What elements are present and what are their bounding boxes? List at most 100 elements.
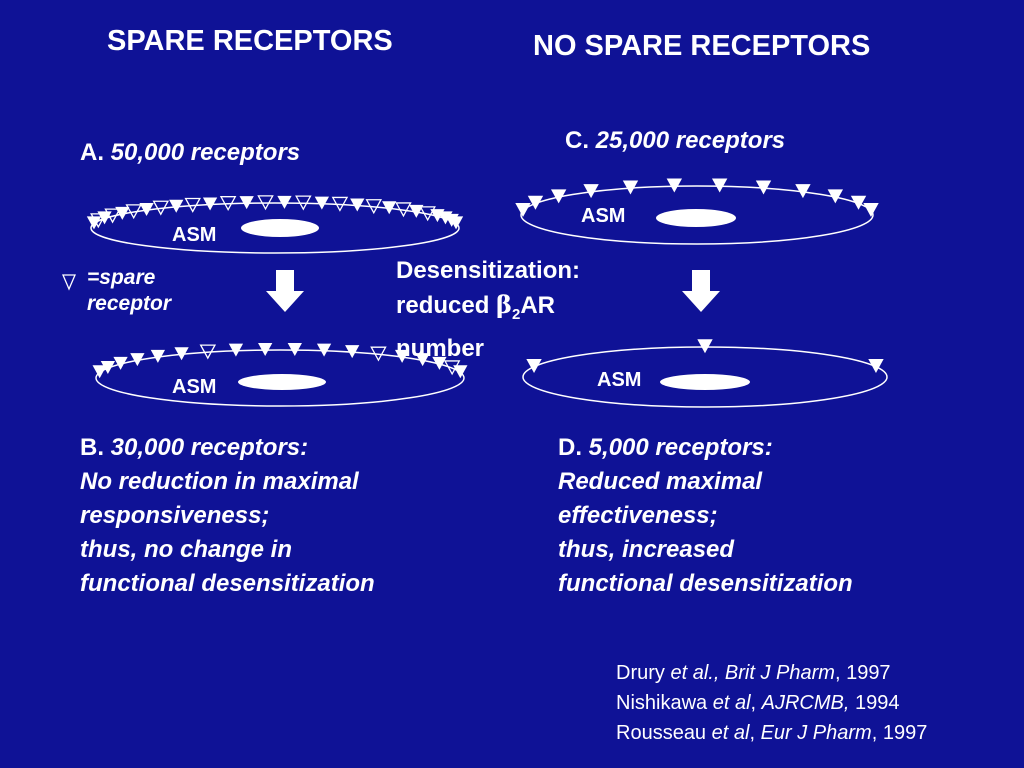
cell-membrane-c — [520, 185, 874, 245]
desensitization-note: Desensitization: reduced β2AR number — [396, 254, 580, 366]
panel-d-letter: D. — [558, 434, 582, 461]
receptor-icon — [345, 345, 360, 359]
receptor-icon — [394, 349, 410, 363]
receptor-icon — [448, 216, 464, 230]
receptor-icon — [92, 365, 107, 379]
receptor-icon — [432, 356, 447, 370]
receptor-icon — [100, 360, 116, 374]
desens-suffix: AR — [520, 292, 555, 319]
receptor-icon — [583, 184, 599, 199]
receptor-icon — [86, 216, 102, 230]
desens-line-2: reduced β2AR — [396, 288, 580, 332]
receptor-icon — [130, 353, 145, 367]
beta-subscript: 2 — [511, 305, 521, 323]
reference-1: Drury et al., Brit J Pharm, 1997 — [616, 658, 927, 688]
ref-2-year: 1994 — [849, 692, 900, 714]
ref-3-etal: et al — [711, 722, 750, 744]
desens-line-1: Desensitization: — [396, 257, 581, 284]
legend-line-1: =spare — [87, 266, 156, 289]
receptor-icon — [277, 195, 292, 209]
panel-d-count: 5,000 receptors: — [588, 434, 773, 461]
legend-line-2: receptor — [87, 292, 172, 315]
cell-membrane-b — [95, 349, 465, 407]
receptor-icon — [755, 180, 772, 195]
spare-receptor-icon — [104, 208, 121, 224]
receptor-icon — [850, 195, 867, 210]
receptor-icon — [827, 189, 844, 204]
spare-receptor-icon — [295, 195, 312, 211]
receptor-icon — [666, 178, 683, 193]
receptor-icon — [868, 359, 884, 374]
spare-receptor-icon — [152, 200, 170, 216]
spare-receptor-icon — [331, 196, 349, 212]
desens-line-3: number — [396, 334, 485, 362]
beta-symbol: β — [496, 290, 512, 319]
cell-nucleus-b — [238, 374, 326, 390]
ref-3-author: Rousseau — [616, 722, 712, 744]
receptor-icon — [697, 339, 713, 354]
receptor-icon — [316, 343, 332, 357]
ref-3-journal: Eur J Pharm — [760, 722, 872, 744]
receptor-icon — [550, 189, 567, 204]
cell-nucleus-d — [660, 374, 750, 390]
receptor-icon — [113, 356, 128, 370]
heading-spare-receptors: SPARE RECEPTORS — [107, 25, 393, 57]
panel-a-letter: A. — [80, 139, 104, 166]
receptor-icon — [150, 349, 166, 363]
receptor-icon — [382, 201, 397, 215]
ref-2-journal: AJRCMB, — [761, 692, 850, 714]
receptor-icon — [527, 195, 544, 210]
references: Drury et al., Brit J Pharm, 1997 Nishika… — [616, 658, 927, 748]
spare-receptor-icon — [125, 204, 142, 220]
receptor-icon — [139, 202, 154, 216]
spare-receptor-icon — [257, 195, 274, 211]
asm-label-b: ASM — [172, 376, 216, 398]
receptor-icon — [515, 202, 531, 217]
panel-d-line-3: effectiveness; — [558, 502, 718, 529]
panel-a-caption: A. 50,000 receptors — [80, 136, 300, 170]
receptor-icon — [115, 206, 130, 220]
asm-label-d: ASM — [597, 369, 641, 391]
spare-receptor-icon — [219, 196, 237, 212]
panel-b-line-3: responsiveness; — [80, 502, 270, 529]
cell-nucleus-a — [241, 219, 319, 237]
receptor-icon — [863, 202, 879, 217]
receptor-icon — [314, 196, 330, 210]
cell-membrane-a — [90, 202, 460, 254]
receptor-icon — [258, 342, 273, 356]
spare-receptor-icon — [395, 202, 412, 218]
panel-c-count: 25,000 receptors — [595, 127, 786, 154]
panel-d-description: D. 5,000 receptors: Reduced maximal effe… — [558, 431, 853, 601]
receptor-icon — [526, 359, 542, 374]
panel-b-description: B. 30,000 receptors: No reduction in max… — [80, 431, 375, 601]
receptor-icon — [622, 180, 639, 195]
ref-1-author: Drury — [616, 662, 671, 684]
panel-d-line-2: Reduced maximal — [558, 468, 763, 495]
heading-no-spare-receptors: NO SPARE RECEPTORS — [533, 30, 871, 62]
receptor-icon — [202, 197, 218, 211]
panel-b-count: 30,000 receptors: — [110, 434, 309, 461]
ref-2-etal: et al — [712, 692, 751, 714]
panel-b-letter: B. — [80, 434, 104, 461]
reference-2: Nishikawa et al, AJRCMB, 1994 — [616, 692, 900, 714]
panel-a-count: 50,000 receptors — [110, 139, 301, 166]
reference-3: Rousseau et al, Eur J Pharm, 1997 — [616, 722, 928, 744]
receptor-icon — [174, 347, 189, 361]
spare-receptor-icon — [90, 213, 107, 229]
panel-b-line-4: thus, no change in — [80, 536, 293, 563]
panel-b-line-5: functional desensitization — [80, 570, 375, 597]
receptor-icon — [711, 178, 728, 193]
down-arrow-icon — [266, 270, 304, 312]
panel-b-line-2: No reduction in maximal — [80, 468, 359, 495]
receptor-icon — [169, 199, 184, 213]
asm-label-a: ASM — [172, 224, 216, 246]
desens-prefix: reduced — [396, 292, 497, 319]
spare-receptor-icon — [199, 344, 217, 360]
panel-c-letter: C. — [565, 127, 589, 154]
receptor-icon — [228, 343, 244, 357]
panel-c-caption: C. 25,000 receptors — [565, 124, 785, 158]
receptor-icon — [453, 365, 468, 379]
spare-receptor-icon — [365, 199, 383, 215]
receptor-icon — [350, 198, 365, 212]
